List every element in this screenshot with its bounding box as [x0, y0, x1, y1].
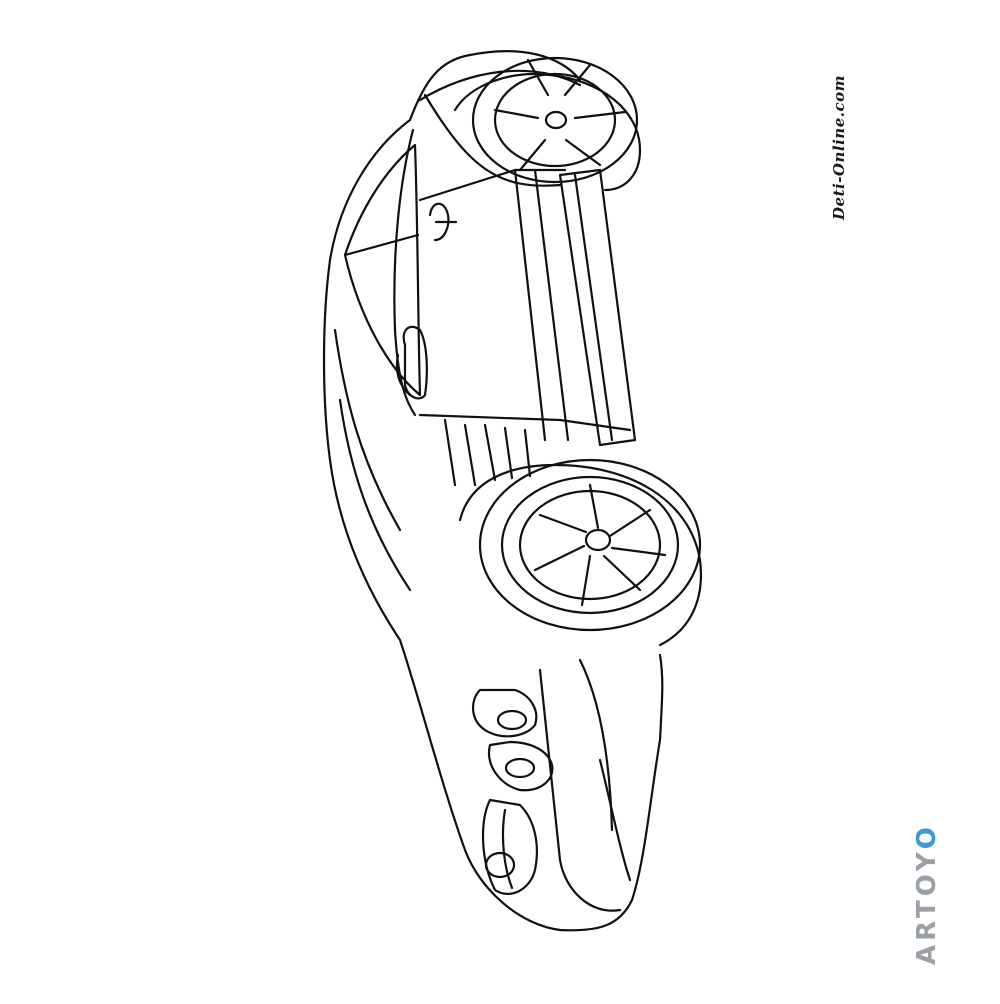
rear-wheel [453, 56, 642, 192]
headlights [472, 688, 554, 792]
brand-watermark: ARTOYO [912, 823, 942, 965]
car-windows [333, 143, 422, 592]
side-skirt [443, 168, 637, 487]
front-grille [482, 658, 632, 912]
site-watermark: Deti-Online.com [830, 75, 848, 220]
side-mirror [395, 325, 428, 400]
front-wheel [458, 458, 702, 647]
car-door [418, 168, 632, 442]
car-body [322, 50, 664, 932]
